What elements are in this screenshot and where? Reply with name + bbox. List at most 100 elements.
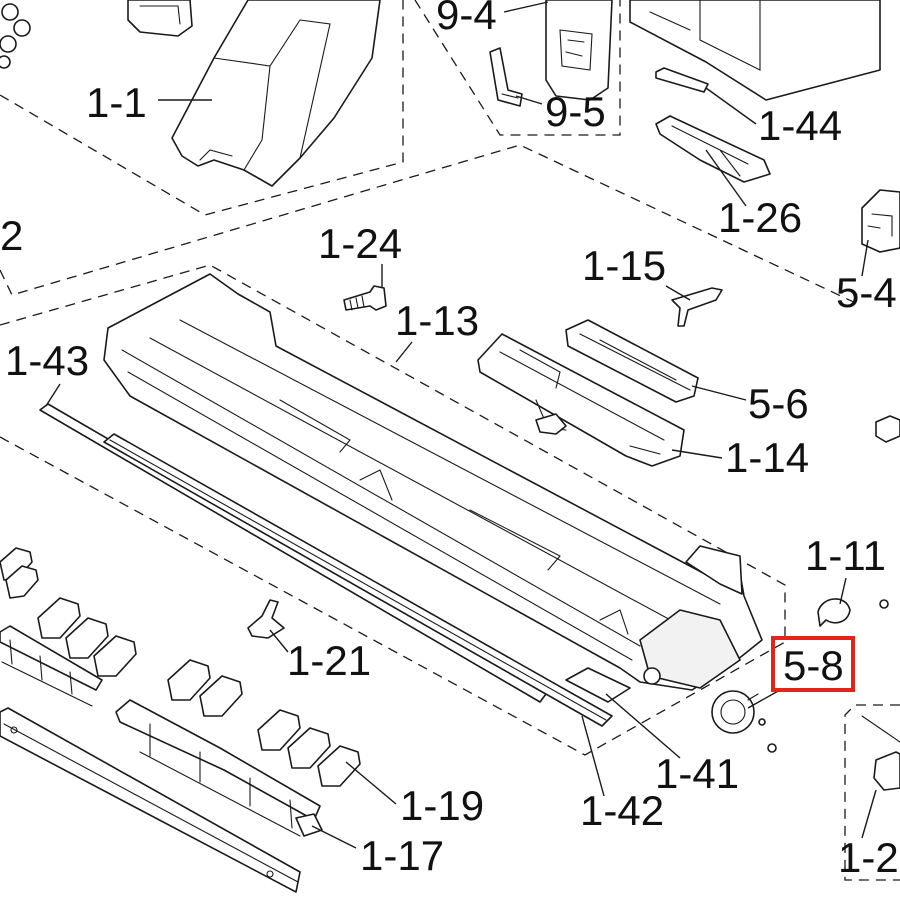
label-5-4: 5-4 (836, 269, 897, 316)
label-1-2-partial: 1-2 (838, 834, 899, 881)
leader-1-44 (705, 87, 757, 125)
vane-blade (287, 727, 331, 769)
bottom-right-lever (861, 715, 900, 743)
leader-1-26 (705, 149, 747, 207)
motor-shaft (747, 693, 759, 701)
part-9-5-body (489, 47, 523, 107)
screw (758, 718, 766, 726)
small-cube-part (875, 415, 900, 443)
part-5-6-detail (579, 333, 691, 391)
part-1-14-body (477, 333, 685, 467)
bracket-fragment (127, 0, 193, 37)
screw (879, 599, 889, 609)
label-1-17: 1-17 (360, 832, 444, 879)
dashed-group-lines (0, 0, 900, 881)
vane-blade (317, 745, 361, 787)
part-1-21 (247, 599, 285, 639)
part-labels: 9-4 1-1 9-5 1-44 1-26 2 1-24 1-15 5-4 1-… (0, 0, 899, 881)
leader-lines (45, 1, 877, 849)
part-1-41 (565, 667, 631, 703)
part-1-19-vanes (0, 547, 361, 787)
part-9-5 (489, 47, 523, 107)
leader-9-5 (515, 95, 543, 105)
frame-end (295, 813, 323, 837)
leader-1-14 (671, 449, 723, 459)
bar-hole (10, 726, 18, 734)
label-1-26: 1-26 (718, 194, 802, 241)
housing-detail (649, 0, 761, 71)
motor-body (711, 690, 755, 734)
vane-blade (65, 617, 109, 659)
label-1-19: 1-19 (400, 782, 484, 829)
part-9-4-body (545, 0, 613, 101)
label-5-8-highlighted: 5-8 (783, 642, 844, 689)
part-bottom-right (861, 715, 900, 791)
part-5-6 (565, 319, 699, 403)
long-bar-detail (3, 723, 299, 883)
label-1-43: 1-43 (5, 337, 89, 384)
part-1-24 (343, 285, 387, 311)
part-1-26 (655, 115, 771, 183)
leader-5-8 (747, 689, 781, 709)
part-top-right-housing (629, 0, 881, 101)
label-1-14: 1-14 (725, 434, 809, 481)
label-1-41: 1-41 (655, 750, 739, 797)
label-1-11: 1-11 (805, 532, 886, 579)
leader-5-4 (861, 239, 869, 277)
part-5-4 (861, 189, 900, 253)
leader-1-41 (605, 693, 681, 759)
part-1-26-body (655, 115, 771, 183)
dashed-line-bottom-right-box (844, 704, 900, 881)
chassis-trough (279, 399, 629, 635)
part-1-24-body (343, 285, 387, 311)
part-1-14 (477, 333, 685, 467)
part-bottom-long-bar (0, 707, 301, 893)
frame-rail (115, 699, 321, 821)
dashed-line-chassis-top (0, 264, 786, 642)
vane-blade (199, 675, 243, 717)
motor-face (720, 699, 746, 725)
label-9-4: 9-4 (436, 0, 497, 38)
part-1-44 (655, 67, 709, 93)
housing-body (629, 0, 881, 101)
leader-1-42 (581, 715, 605, 797)
part-1-42 (103, 433, 613, 727)
label-1-24: 1-24 (318, 220, 402, 267)
label-1-21: 1-21 (287, 637, 371, 684)
part-1-1-detail (199, 19, 331, 171)
dashed-line-9-5-box (414, 0, 621, 136)
bar-hole (266, 870, 274, 878)
part-1-14-clip (535, 413, 567, 435)
label-1-44: 1-44 (758, 102, 842, 149)
part-1-1-body (171, 0, 381, 187)
part-1-14-detail (499, 349, 665, 455)
leader-5-6 (691, 385, 747, 401)
part-1-11 (817, 598, 851, 627)
label-9-5: 9-5 (545, 88, 606, 135)
part-5-4-body (861, 189, 900, 253)
label-1-42: 1-42 (580, 787, 664, 834)
highlight-box-5-8 (771, 636, 855, 692)
part-5-4-detail (867, 213, 893, 237)
label-1-13: 1-13 (395, 297, 479, 344)
part-1-24-thread (349, 295, 365, 311)
chassis-body (103, 273, 763, 691)
part-1-42-inner (109, 439, 607, 721)
dashed-line-upper (0, 144, 861, 306)
dashed-line-top-left (0, 0, 404, 216)
vane-blade (37, 597, 81, 639)
ladder-rail (0, 625, 103, 691)
dashed-line-chassis-bottom (0, 436, 786, 756)
part-9-4-detail (559, 29, 593, 71)
part-9-4 (545, 0, 613, 101)
label-5-6: 5-6 (748, 380, 809, 427)
leader-9-4 (503, 1, 549, 13)
part-1-13-chassis (103, 273, 763, 691)
ladder-posts (1, 639, 93, 707)
leader-1-21 (269, 629, 289, 653)
label-1-15: 1-15 (582, 242, 666, 289)
part-1-26-detail (671, 125, 749, 177)
hose-ring (1, 3, 19, 21)
leader-1-2 (861, 789, 877, 839)
leader-1-19 (345, 761, 397, 805)
